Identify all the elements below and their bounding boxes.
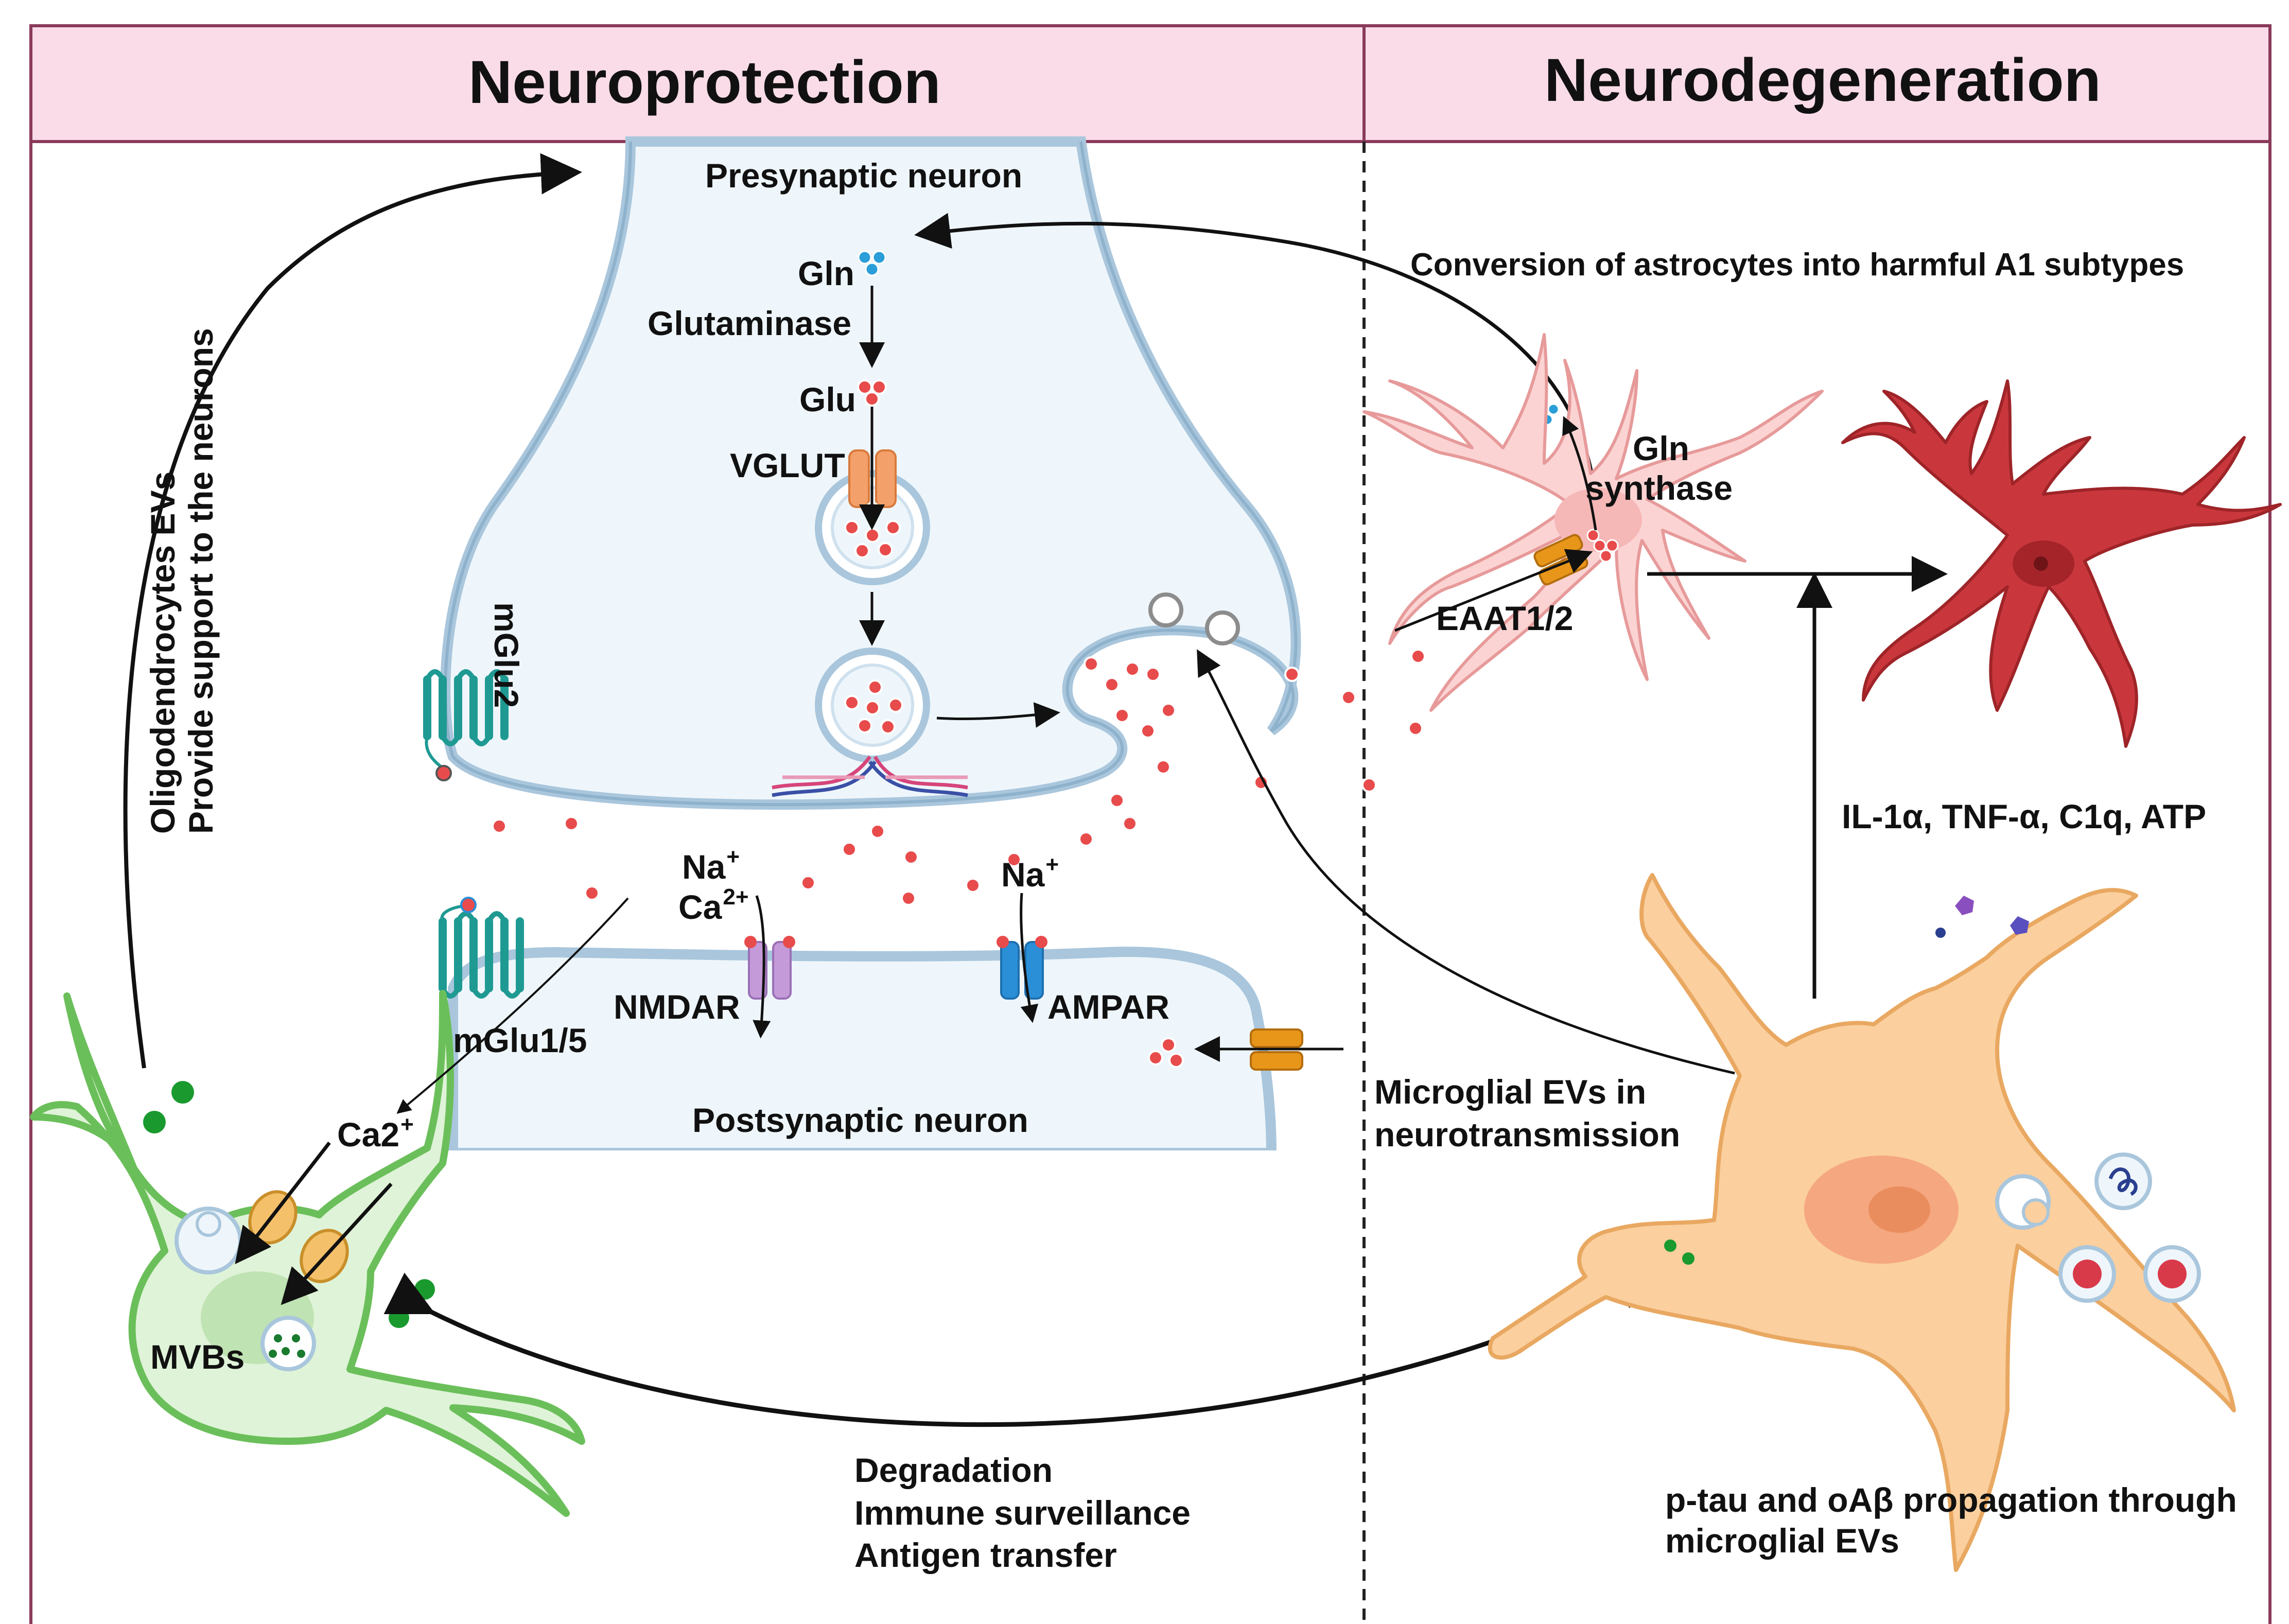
glutamate-molecules [492,379,1426,1068]
neuroprotection-header: Neuroprotection [468,48,941,116]
ptau-line1: p-tau and oAβ propagation through [1665,1481,2237,1519]
na-nmdar-label: Na+ [682,844,740,886]
astrocyte-glutamate [1586,529,1619,563]
postsynaptic-neuron-label: Postsynaptic neuron [692,1101,1028,1139]
na-nmdar-charge: + [726,844,740,869]
postsynaptic-transporter [1250,1028,1303,1071]
presynaptic-neuron-label: Presynaptic neuron [705,156,1023,195]
microglia-ev-dots [1664,1239,1694,1265]
mglu2-ligand [435,765,452,781]
ca-nmdar-charge: 2+ [723,884,749,910]
ion-flux-arrows [753,893,1039,1039]
mglu15-ligand [460,897,477,913]
mvbs-label: MVBs [150,1338,245,1376]
glu-label: Glu [799,380,856,418]
astrocyte-cell [1362,333,1824,712]
microglial-evs-line2: neurotransmission [1374,1115,1681,1154]
ampar-label: AMPAR [1047,988,1170,1026]
gln-return-arrow [914,213,1598,536]
mglu15-label: mGlu1/5 [453,1021,587,1059]
microglial-evs-label: Microglial EVs in neurotransmission [1374,1071,1680,1156]
left-header-band [29,24,1366,143]
mglu2-receptor [423,669,509,774]
microglia-ev-arrow [1197,649,1735,1075]
antigen-transfer-text: Antigen transfer [854,1536,1117,1574]
calcium-entry-arrows [235,1141,393,1305]
presynaptic-pathway-arrows [859,286,1060,728]
ca-nmdar-label: Ca2+ [678,884,749,927]
cytokine-molecules [1935,896,2029,938]
gln-label: Gln [798,254,854,292]
astrocyte-arrows [1394,416,1948,999]
glutaminase-label: Glutaminase [648,304,852,342]
microglial-evs-line1: Microglial EVs in [1374,1073,1647,1111]
postsynaptic-bottom-fade [443,1150,1282,1166]
right-header-band [1362,24,2271,143]
astrocyte-conversion-label: Conversion of astrocytes into harmful A1… [1410,247,2185,283]
bottom-functions: Degradation Immune surveillance Antigen … [854,1449,1191,1577]
microglia-vesicles [1995,1152,2201,1303]
vglut-label: VGLUT [730,446,845,484]
ampar-receptor [997,936,1047,1000]
cytokines-label: IL-1α, TNF-α, C1q, ATP [1842,797,2207,835]
nmdar-receptor [744,936,795,1000]
oligo-ev-label: Oligodendrocytes EVs Provide support to … [144,328,220,834]
mglu-to-oligo-arrow [396,897,629,1114]
ca-oligo-text: Ca2 [337,1115,400,1154]
snare-complex [772,755,968,797]
mglu2-label: mGlu2 [487,602,526,708]
mglu15-receptor [439,904,524,999]
immune-surveillance-text: Immune surveillance [854,1493,1191,1532]
gln-synthase-label-2: synthase [1585,469,1733,507]
ca-oligo-charge: + [400,1112,414,1137]
degradation-text: Degradation [854,1451,1053,1489]
oligo-ev-line1: Oligodendrocytes EVs [144,471,182,834]
recycled-vesicles [1148,592,1240,645]
degradation-double-arrow [383,1260,1649,1427]
eaat-label: EAAT1/2 [1436,599,1574,637]
neurodegeneration-header: Neurodegeneration [1544,46,2101,114]
ca-oligo-label: Ca2+ [337,1112,414,1154]
microglia-cell [1488,873,2236,1572]
gln-synthase-label-1: Gln [1633,429,1689,467]
ptau-propagation-label: p-tau and oAβ propagation through microg… [1665,1480,2237,1561]
oligo-ev-line2: Provide support to the neurons [181,328,220,834]
na-nmdar-text: Na [682,848,726,886]
a1-astrocyte-cell [1841,379,2282,748]
ca-nmdar-text: Ca [678,888,722,926]
na-ampar-charge: + [1045,852,1059,877]
oligodendrocyte-vesicles [174,1207,316,1371]
ptau-line2: microglial EVs [1665,1522,1899,1560]
na-ampar-label: Na+ [1001,852,1059,894]
oligo-support-arrow [123,153,582,1069]
presynaptic-inner-outline [444,141,1298,807]
nmdar-label: NMDAR [614,988,740,1026]
na-ampar-text: Na [1001,855,1045,894]
